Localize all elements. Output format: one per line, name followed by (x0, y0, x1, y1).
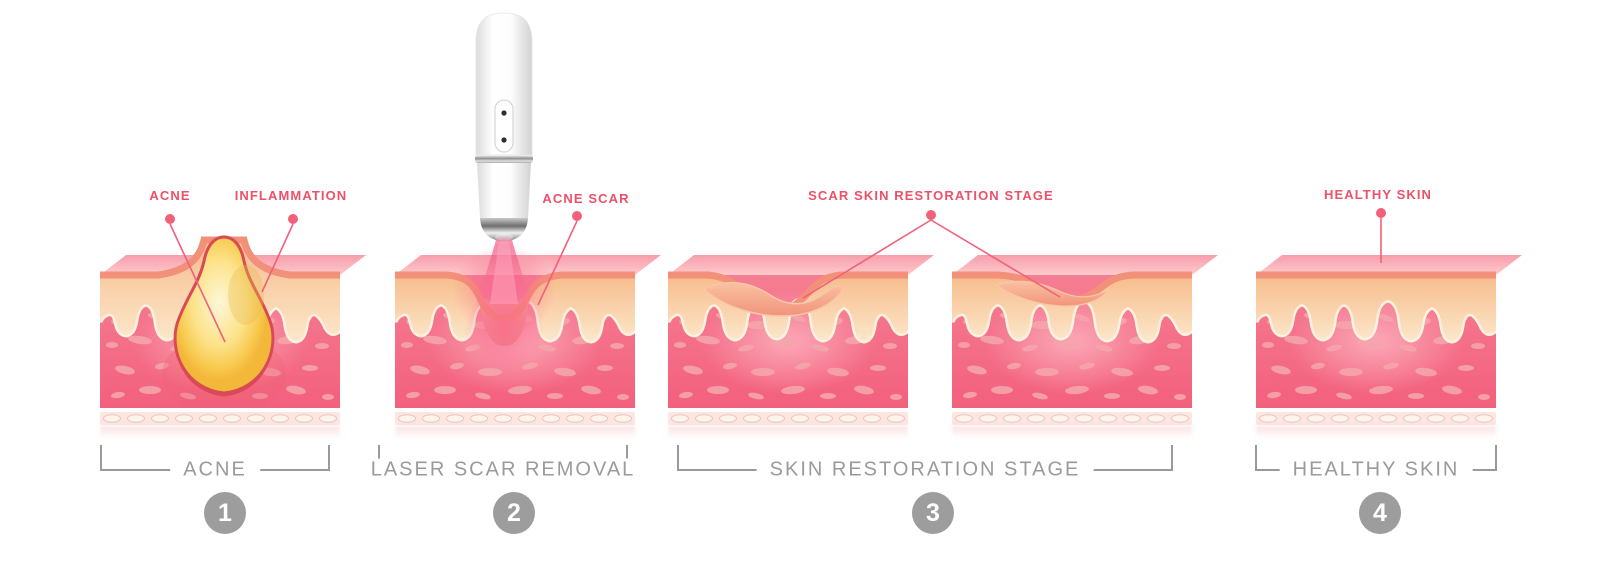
caption-skin-restoration-stage: SKIN RESTORATION STAGE (756, 458, 1094, 482)
block-reflection (668, 426, 908, 439)
bracket-tick (378, 445, 380, 471)
subcutaneous-cells (103, 414, 337, 423)
block-reflection (100, 426, 340, 439)
pen-button-dot (501, 137, 507, 143)
laser-beam-core (490, 234, 518, 304)
block-reflection (395, 426, 635, 439)
skin-block-restoration-early (668, 255, 934, 425)
dermis-collagen-spots (674, 312, 902, 400)
subcutaneous-cells (671, 414, 905, 423)
skin-front-face (668, 271, 908, 408)
caption-bracket-restoration: SKIN RESTORATION STAGE (677, 445, 1173, 485)
acne-scar-callout-label: ACNE SCAR (542, 191, 630, 206)
caption-bracket-healthy: HEALTHY SKIN (1255, 445, 1497, 485)
bracket-tick (626, 445, 628, 471)
skin-front-face (952, 271, 1192, 408)
pen-button-plate (494, 99, 514, 153)
stage-number-badge-3: 3 (912, 492, 954, 534)
pen-button-dot (501, 110, 507, 116)
subcutaneous-cells (955, 414, 1189, 423)
laser-beam (476, 234, 532, 306)
stage-number-badge-2: 2 (493, 492, 535, 534)
pen-silver-band (475, 155, 533, 163)
laser-pen-icon (475, 12, 533, 244)
laser-deep-glow (464, 288, 544, 372)
bracket-tick (677, 445, 679, 471)
stage-number-badge-4: 4 (1359, 492, 1401, 534)
healthy-skin-callout-label: HEALTHY SKIN (1323, 187, 1433, 202)
stage-number-badge-1: 1 (204, 492, 246, 534)
caption-acne: ACNE (170, 458, 260, 482)
caption-bracket-laser: LASER SCAR REMOVAL (357, 445, 649, 485)
skin-front-face (395, 234, 635, 408)
block-reflection (1256, 426, 1496, 439)
skin-front-face (1256, 271, 1496, 408)
caption-healthy-skin: HEALTHY SKIN (1279, 458, 1473, 482)
scar-restoration-callout-label: SCAR SKIN RESTORATION STAGE (808, 188, 1054, 203)
bracket-tick (100, 445, 102, 471)
dermis-collagen-spots (1262, 312, 1490, 400)
bracket-tick (1255, 445, 1257, 471)
skin-block-laser-treatment (395, 234, 661, 425)
acne-callout-label: ACNE (149, 188, 191, 203)
block-reflection (952, 426, 1192, 439)
subcutaneous-cells (398, 414, 632, 423)
skin-block-healthy (1256, 255, 1522, 425)
pen-tip-glow (495, 237, 513, 244)
pen-metal-tip (480, 218, 528, 241)
bracket-tick (1495, 445, 1497, 471)
skin-top-face (1256, 255, 1522, 275)
bracket-tick (1171, 445, 1173, 471)
caption-laser-scar-removal: LASER SCAR REMOVAL (357, 458, 649, 482)
caption-bracket-acne: ACNE (100, 445, 330, 485)
epidermis-layer (1256, 275, 1496, 341)
inflammation-callout-label: INFLAMMATION (234, 188, 348, 203)
skin-block-acne (100, 235, 366, 425)
subcutaneous-cells (1259, 414, 1493, 423)
skin-block-restoration-late (952, 255, 1218, 425)
bracket-tick (328, 445, 330, 471)
